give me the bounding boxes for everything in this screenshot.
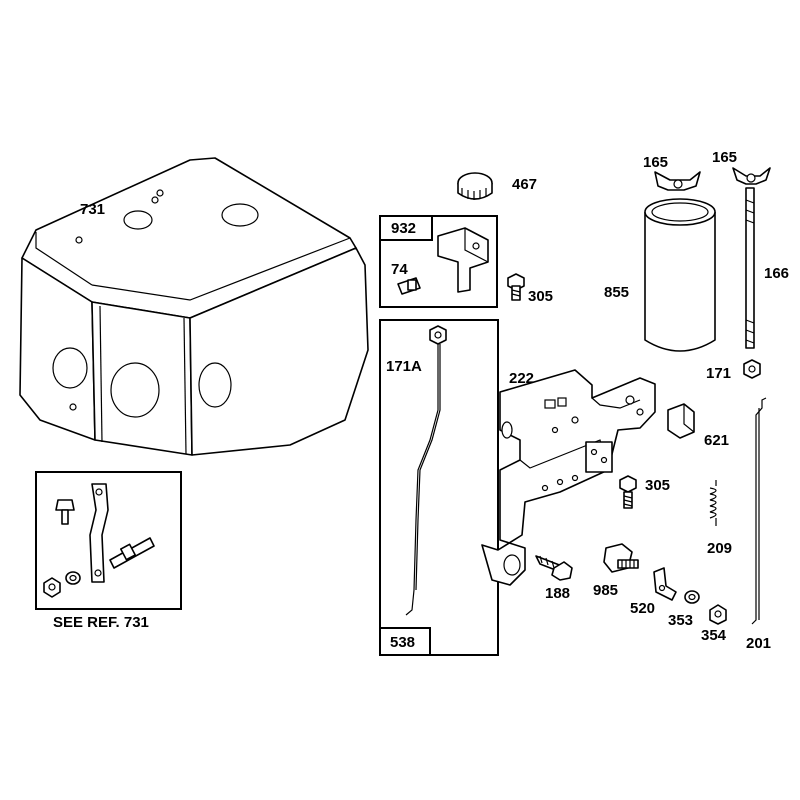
label-171a: 171A: [386, 358, 422, 375]
label-305-upper: 305: [528, 288, 553, 305]
label-538: 538: [390, 634, 415, 651]
rod-201: 201: [746, 397, 771, 652]
ref-731-box: SEE REF. 731: [35, 471, 182, 631]
label-354: 354: [701, 627, 727, 644]
knob-467: 467: [457, 172, 537, 200]
label-165-left: 165: [643, 154, 668, 171]
label-209: 209: [707, 540, 732, 557]
label-201: 201: [746, 635, 771, 652]
stud-166: 166: [745, 187, 789, 349]
wing-nut-165-left: 165: [643, 154, 701, 191]
label-305-lower: 305: [645, 477, 670, 494]
control-plate-222: 222: [481, 369, 656, 586]
label-621: 621: [704, 432, 729, 449]
rod-538-box: 538 171A: [379, 319, 499, 656]
label-see-ref-731: SEE REF. 731: [53, 614, 149, 631]
shroud-731: 731: [19, 157, 369, 456]
label-165-right: 165: [712, 149, 737, 166]
tube-855: 855: [604, 198, 716, 352]
bracket-520: 520: [630, 567, 677, 617]
bracket-932-box: 932 74: [379, 215, 498, 308]
wing-nut-165-right: 165: [712, 149, 771, 185]
label-520: 520: [630, 600, 655, 617]
nut-171: 171: [706, 359, 761, 382]
clip-621: 621: [667, 403, 729, 449]
label-985: 985: [593, 582, 618, 599]
screw-305-upper: 305: [507, 273, 553, 305]
label-731: 731: [80, 201, 105, 218]
label-222: 222: [509, 370, 534, 387]
washer-353: 353: [668, 590, 700, 629]
bolt-188: 188: [535, 555, 573, 602]
label-855: 855: [604, 284, 629, 301]
label-932: 932: [391, 220, 416, 237]
label-74: 74: [391, 261, 408, 278]
spring-209: 209: [707, 480, 732, 557]
label-467: 467: [512, 176, 537, 193]
label-171: 171: [706, 365, 731, 382]
nut-354: 354: [701, 604, 727, 644]
terminal-985: 985: [593, 543, 639, 599]
label-353: 353: [668, 612, 693, 629]
screw-305-lower: 305: [619, 475, 670, 509]
label-188: 188: [545, 585, 570, 602]
label-166: 166: [764, 265, 789, 282]
